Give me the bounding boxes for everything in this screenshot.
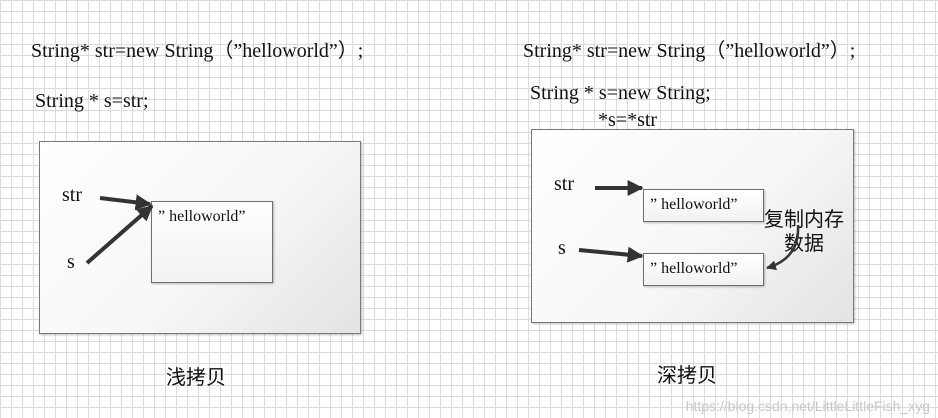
deep-var-str: str bbox=[554, 173, 574, 195]
copy-memory-arrow bbox=[766, 224, 800, 271]
deep-heap-value-copy: ” helloworld” bbox=[650, 260, 738, 277]
deep-var-s: s bbox=[558, 237, 566, 259]
copy-memory-note-line1: 复制内存 bbox=[764, 209, 844, 231]
deep-code-line-2: String * s=new String; bbox=[530, 82, 711, 104]
shallow-heap-value: ” helloworld” bbox=[158, 208, 246, 225]
watermark: https://blog.csdn.net/LittleLittleFish_x… bbox=[685, 398, 930, 414]
deep-heap-box-original: ” helloworld” bbox=[643, 189, 764, 222]
shallow-code-line-1: String* str=new String（”helloworld”）; bbox=[31, 40, 364, 62]
deep-code-line-3: *s=*str bbox=[598, 109, 658, 131]
deep-heap-box-copy: ” helloworld” bbox=[643, 253, 764, 286]
deep-copy-panel bbox=[531, 129, 854, 323]
deep-s-arrow bbox=[578, 246, 644, 263]
shallow-caption: 浅拷贝 bbox=[166, 367, 226, 389]
deep-caption: 深拷贝 bbox=[657, 365, 717, 387]
deep-heap-value-original: ” helloworld” bbox=[650, 196, 738, 213]
shallow-var-s: s bbox=[67, 251, 75, 273]
deep-code-line-1: String* str=new String（”helloworld”）; bbox=[523, 40, 856, 62]
shallow-code-line-2: String * s=str; bbox=[35, 90, 149, 112]
shallow-s-arrow bbox=[85, 204, 154, 265]
shallow-heap-box: ” helloworld” bbox=[151, 201, 273, 283]
shallow-str-arrow bbox=[99, 194, 152, 211]
shallow-var-str: str bbox=[62, 184, 82, 206]
